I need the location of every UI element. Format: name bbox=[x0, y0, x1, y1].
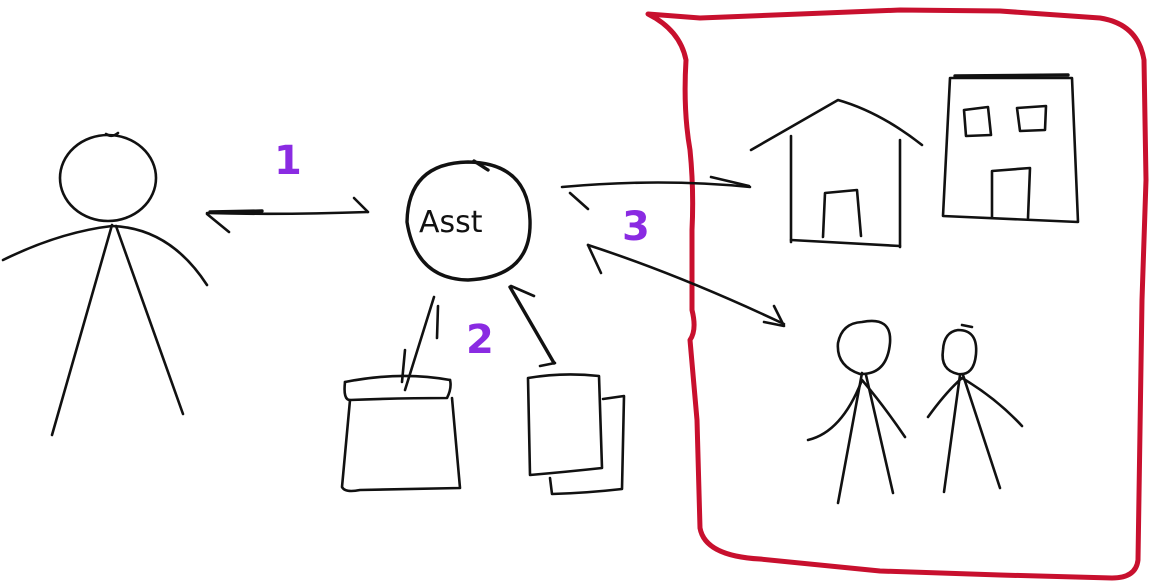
arrow-user-assistant bbox=[205, 196, 370, 234]
people-icon bbox=[806, 319, 1024, 505]
external-boundary bbox=[645, 7, 1149, 581]
folder-icon bbox=[340, 374, 462, 493]
house-icon bbox=[749, 98, 924, 249]
arrow-assistant-external bbox=[560, 175, 786, 328]
step-2-label: 2 bbox=[466, 317, 494, 363]
building-icon bbox=[941, 73, 1080, 224]
step-3-label: 3 bbox=[622, 204, 650, 250]
arrow-assistant-stores bbox=[400, 284, 557, 392]
documents-icon bbox=[526, 373, 626, 496]
user-stick-figure-icon bbox=[1, 131, 209, 437]
assistant-circle-icon bbox=[405, 159, 532, 282]
assistant-label: Asst bbox=[419, 205, 483, 240]
step-1-label: 1 bbox=[274, 138, 302, 184]
